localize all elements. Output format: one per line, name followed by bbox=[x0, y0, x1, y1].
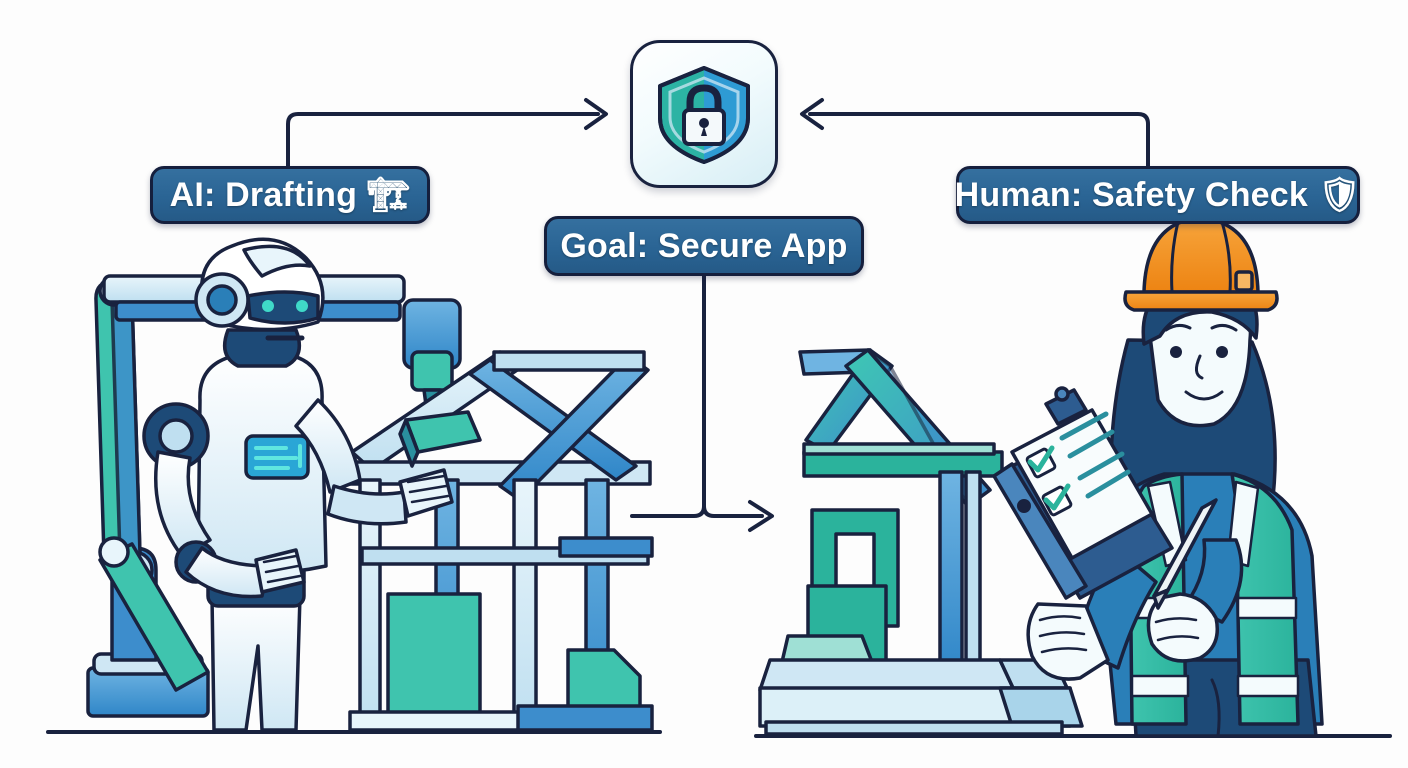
chip-goal-secure-app[interactable]: Goal: Secure App bbox=[544, 216, 864, 276]
shield-lock-card[interactable]: Secure shield with padlock bbox=[630, 40, 778, 188]
robotic-arm bbox=[86, 274, 406, 718]
chip-human-label: Human: Safety Check bbox=[954, 176, 1308, 214]
shield-lock-icon bbox=[658, 66, 750, 164]
robot-hand-right bbox=[398, 468, 454, 518]
construction-crane-emoji: 🏗 bbox=[367, 176, 411, 214]
chip-ai-label: AI: Drafting bbox=[169, 176, 358, 214]
arrow-ai-path bbox=[286, 112, 600, 168]
robot-hand-left bbox=[254, 548, 306, 594]
arrow-goal-left-branch bbox=[630, 504, 706, 518]
humanoid-robot bbox=[142, 237, 482, 732]
hard-hat bbox=[1123, 216, 1279, 312]
arrow-human-path bbox=[808, 112, 1150, 168]
chip-ai-drafting[interactable]: AI: Drafting 🏗 bbox=[150, 166, 430, 224]
chip-human-safety-check[interactable]: Human: Safety Check 🛡 bbox=[954, 166, 1362, 224]
arrow-ai-head bbox=[584, 98, 608, 130]
arrow-goal-head bbox=[748, 500, 774, 532]
arrow-human-head bbox=[800, 98, 824, 130]
clipboard-checklist bbox=[992, 386, 1174, 600]
inspector-figure bbox=[992, 216, 1324, 738]
left-hand bbox=[1026, 602, 1110, 681]
timber-frame bbox=[348, 350, 654, 732]
pencil bbox=[1152, 498, 1218, 610]
extruder-nozzle bbox=[402, 298, 462, 422]
shield-emoji: 🛡 bbox=[1318, 176, 1362, 214]
chip-goal-label: Goal: Secure App bbox=[560, 227, 848, 265]
right-hand bbox=[1146, 592, 1219, 663]
house-frame bbox=[758, 348, 1084, 736]
